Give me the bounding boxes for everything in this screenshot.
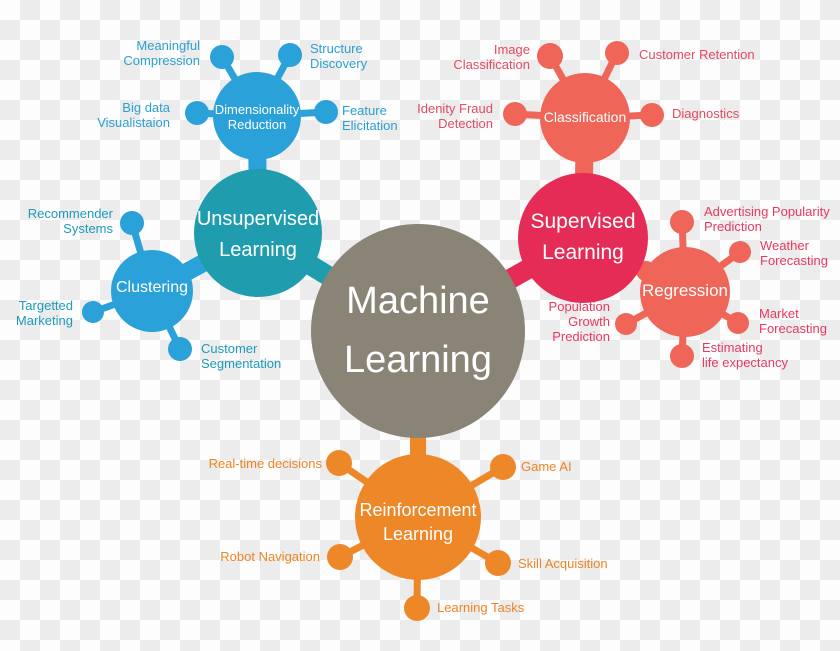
nub-customer-segmentation [168,337,192,361]
nub-big-data-visualistaion [185,101,209,125]
label-learning-tasks: Learning Tasks [437,600,525,615]
label-line: Visualistaion [97,115,170,130]
label-line: Estimating [702,340,763,355]
label-targetted-marketing: Targetted Marketing [16,298,73,328]
label-line: Detection [438,116,493,131]
label-population-growth-prediction: Population Growth Prediction [549,299,610,344]
nub-skill-acquisition [485,550,511,576]
label-line: Compression [123,53,200,68]
node-reinforcement-circle [355,454,481,580]
nub-market-forecasting [727,312,749,334]
node-machine-learning-circle [311,224,525,438]
label-line: Targetted [18,298,73,313]
nub-diagnostics [640,103,664,127]
label-line: Customer [201,341,258,356]
nub-targetted-marketing [82,301,104,323]
node-classification-circle [540,73,630,163]
node-clustering-circle [111,250,193,332]
label-customer-retention: Customer Retention [639,47,755,62]
nub-real-time-decisions [326,450,352,476]
label-real-time-decisions: Real-time decisions [208,456,322,471]
nub-idenity-fraud-detection [503,102,527,126]
label-diagnostics: Diagnostics [672,106,740,121]
title-line: Reinforcement [359,500,477,520]
label-line: Meaningful [136,38,200,53]
node-supervised-circle [518,173,648,303]
label-image-classification: Image Classification [453,42,530,72]
label-market-forecasting: Market Forecasting [759,306,827,336]
label-line: Marketing [15,313,73,328]
nub-game-ai [490,454,516,480]
unsupervised-learning-title: Unsupervised Learning [168,204,348,266]
title-line: Supervised [530,210,636,233]
label-feature-elicitation: Feature Elicitation [342,103,398,133]
nub-feature-elicitation [314,100,338,124]
label-line: Forecasting [760,253,828,268]
label-line: Structure [310,41,363,56]
label-line: Idenity Fraud [417,101,493,116]
label-robot-navigation: Robot Navigation [220,549,320,564]
label-idenity-fraud-detection: Idenity Fraud Detection [417,101,493,131]
label-line: Big data [122,100,170,115]
label-line: Image [493,42,530,57]
nub-population-growth [615,313,637,335]
nub-advertising-popularity [670,210,694,234]
label-line: Forecasting [759,321,827,336]
title-line: Learning [219,239,297,261]
nub-meaningful-compression [210,45,234,69]
title-line: Reduction [227,117,287,132]
label-line: Segmentation [201,356,282,371]
nub-weather-forecasting [729,241,751,263]
nub-image-classification [537,43,563,69]
label-line: Growth [568,314,610,329]
label-structure-discovery: Structure Discovery [310,41,367,71]
title-line: Unsupervised [196,208,320,230]
nub-robot-navigation [327,544,353,570]
label-skill-acquisition: Skill Acquisition [518,556,608,571]
label-game-ai: Game AI [521,459,572,474]
label-line: Systems [63,221,113,236]
label-line: Classification [453,57,530,72]
title-line: Learning [382,524,454,544]
title-line: Learning [344,339,492,381]
label-line: Advertising Popularity [704,204,830,219]
label-line: Feature [342,103,387,118]
label-line: Prediction [704,219,762,234]
label-estimating-life-expectancy: Estimating life expectancy [702,340,788,370]
label-line: Prediction [552,329,610,344]
node-dimensionality-reduction-circle [213,72,301,160]
label-line: life expectancy [702,355,788,370]
label-line: Recommender [27,206,113,221]
nub-recommender-systems [120,211,144,235]
label-big-data-visualistaion: Big data Visualistaion [97,100,170,130]
dimensionality-reduction-title: Dimensionality Reduction [197,102,317,132]
nub-learning-tasks [404,595,430,621]
regression-title: Regression [642,281,728,300]
nub-customer-retention [605,41,629,65]
clustering-title: Clustering [115,279,189,296]
node-regression-circle [640,247,730,337]
label-line: Elicitation [342,118,398,133]
label-line: Population [548,299,610,314]
label-weather-forecasting: Weather Forecasting [760,238,828,268]
label-line: Discovery [310,56,368,71]
title-line: Dimensionality [214,102,300,117]
label-meaningful-compression: Meaningful Compression [123,38,200,68]
label-line: Market [759,306,799,321]
node-unsupervised-circle [194,169,322,297]
label-line: Weather [760,238,809,253]
title-line: Learning [542,241,624,264]
classification-title: Classification [543,109,627,125]
label-recommender-systems: Recommender Systems [28,206,113,236]
label-advertising-popularity-prediction: Advertising Popularity Prediction [704,204,830,234]
reinforcement-learning-title: Reinforcement Learning [328,498,508,546]
machine-learning-title: Machine Learning [268,272,568,390]
label-customer-segmentation: Customer Segmentation [201,341,281,371]
supervised-learning-title: Supervised Learning [493,206,673,268]
title-line: Machine [346,280,490,322]
nub-structure-discovery [278,43,302,67]
nub-estimating-life-expectancy [670,344,694,368]
